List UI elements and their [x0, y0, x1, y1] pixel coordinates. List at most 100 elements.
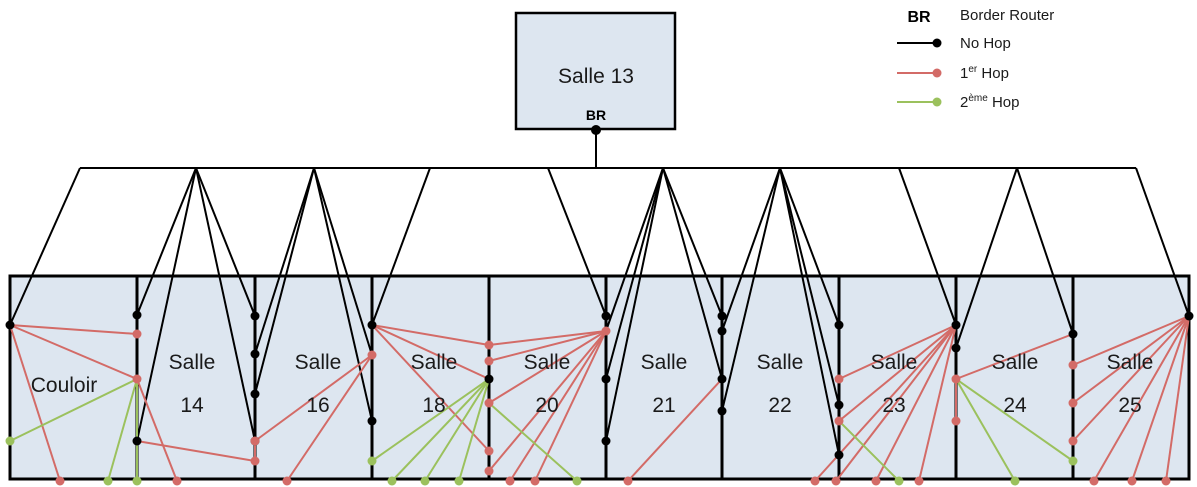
- legend-second-hop-suffix: Hop: [988, 94, 1020, 111]
- no-hop-link: [779, 167, 840, 456]
- second-hop-node: [5, 436, 15, 446]
- legend-second-hop-label: 2ème Hop: [960, 93, 1019, 111]
- first-hop-node: [831, 476, 841, 486]
- no-hop-node: [367, 320, 377, 330]
- no-hop-links: [9, 167, 1190, 456]
- first-hop-node: [1161, 476, 1171, 486]
- first-hop-node: [484, 398, 494, 408]
- room-label-salle-23-line1: Salle: [871, 351, 918, 374]
- first-hop-node: [484, 466, 494, 476]
- no-hop-link: [605, 167, 664, 332]
- first-hop-link: [838, 324, 957, 422]
- no-hop-link: [779, 167, 840, 326]
- first-hop-link: [254, 354, 373, 442]
- no-hop-link: [371, 167, 431, 326]
- room-label-salle-14-line2: 14: [180, 394, 204, 417]
- no-hop-node: [250, 389, 260, 399]
- first-hop-link: [1072, 315, 1190, 404]
- no-hop-node: [834, 450, 844, 460]
- second-hop-link: [424, 378, 490, 482]
- first-hop-link: [488, 330, 607, 346]
- first-hop-link: [1093, 315, 1190, 482]
- no-hop-link: [721, 167, 781, 412]
- first-hop-node: [871, 476, 881, 486]
- first-hop-link: [1072, 315, 1190, 366]
- room-label-salle-22-line2: 22: [768, 394, 791, 417]
- no-hop-link: [313, 167, 373, 356]
- no-hop-link: [605, 167, 664, 380]
- no-hop-node: [250, 349, 260, 359]
- top-room-salle-13: Salle 13 BR: [514, 11, 677, 131]
- no-hop-link: [254, 167, 315, 355]
- room-label-salle-23-line2: 23: [882, 394, 905, 417]
- no-hop-node: [367, 416, 377, 426]
- first-hop-node: [1127, 476, 1137, 486]
- room-label-salle-25-line1: Salle: [1107, 351, 1154, 374]
- no-hop-node: [5, 320, 15, 330]
- room-label-salle-16-line2: 16: [306, 394, 329, 417]
- second-hop-link: [107, 378, 138, 482]
- second-hop-node: [1010, 476, 1020, 486]
- no-hop-link: [662, 167, 723, 317]
- first-hop-node: [132, 329, 142, 339]
- first-hop-link: [509, 330, 607, 482]
- second-hop-link: [391, 378, 490, 482]
- no-hop-link: [195, 167, 256, 442]
- no-hop-node: [132, 436, 142, 446]
- second-hop-link: [955, 378, 1016, 482]
- no-hop-node: [601, 311, 611, 321]
- no-hop-node: [250, 311, 260, 321]
- first-hop-link: [488, 330, 607, 404]
- no-hop-node: [132, 310, 142, 320]
- legend-br-abbrev: BR: [907, 9, 931, 26]
- first-hop-link: [1072, 315, 1190, 442]
- second-hop-node: [103, 476, 113, 486]
- first-hop-node: [951, 416, 961, 426]
- first-hop-link: [838, 324, 957, 380]
- no-hop-link: [136, 167, 197, 316]
- first-hop-node: [55, 476, 65, 486]
- first-hop-link: [1165, 315, 1190, 482]
- top-room-label: Salle 13: [558, 65, 634, 88]
- no-hop-node: [717, 326, 727, 336]
- first-hop-node: [250, 456, 260, 466]
- second-hop-node: [1068, 456, 1078, 466]
- first-hop-node: [834, 416, 844, 426]
- room-labels: Couloir Salle 14 Salle 16 Salle 18 Salle…: [31, 351, 1154, 417]
- legend-second-hop-dot: [932, 97, 942, 107]
- no-hop-link: [1135, 167, 1190, 317]
- legend-second-hop-num: 2: [960, 94, 968, 111]
- first-hop-link: [286, 354, 373, 482]
- first-hop-node: [601, 326, 611, 336]
- room-label-salle-20-line2: 20: [535, 394, 558, 417]
- room-label-salle-24-line2: 24: [1003, 394, 1027, 417]
- first-hop-node: [505, 476, 515, 486]
- no-hop-link: [955, 167, 1018, 349]
- no-hop-link: [779, 167, 840, 406]
- border-router-node: [591, 125, 601, 135]
- room-label-salle-22-line1: Salle: [757, 351, 804, 374]
- second-hop-node: [132, 476, 142, 486]
- first-hop-link: [918, 324, 957, 482]
- first-hop-link: [627, 378, 723, 482]
- room-label-salle-18-line1: Salle: [411, 351, 458, 374]
- no-hop-node: [717, 311, 727, 321]
- no-hop-node: [1184, 311, 1194, 321]
- first-hop-link: [534, 330, 607, 482]
- first-hop-node: [1068, 398, 1078, 408]
- second-hop-link: [371, 378, 490, 462]
- first-hop-link: [136, 378, 178, 482]
- no-hop-link: [313, 167, 373, 422]
- first-hop-link: [9, 324, 61, 482]
- no-hop-node: [1068, 329, 1078, 339]
- no-hop-node: [717, 406, 727, 416]
- first-hop-link: [371, 324, 490, 380]
- room-label-salle-24-line1: Salle: [992, 351, 1039, 374]
- first-hop-node: [530, 476, 540, 486]
- no-hop-link: [9, 167, 81, 326]
- room-label-salle-20-line1: Salle: [524, 351, 571, 374]
- no-hop-node: [601, 436, 611, 446]
- first-hop-link: [9, 324, 138, 380]
- legend-br-text: Border Router: [960, 7, 1054, 24]
